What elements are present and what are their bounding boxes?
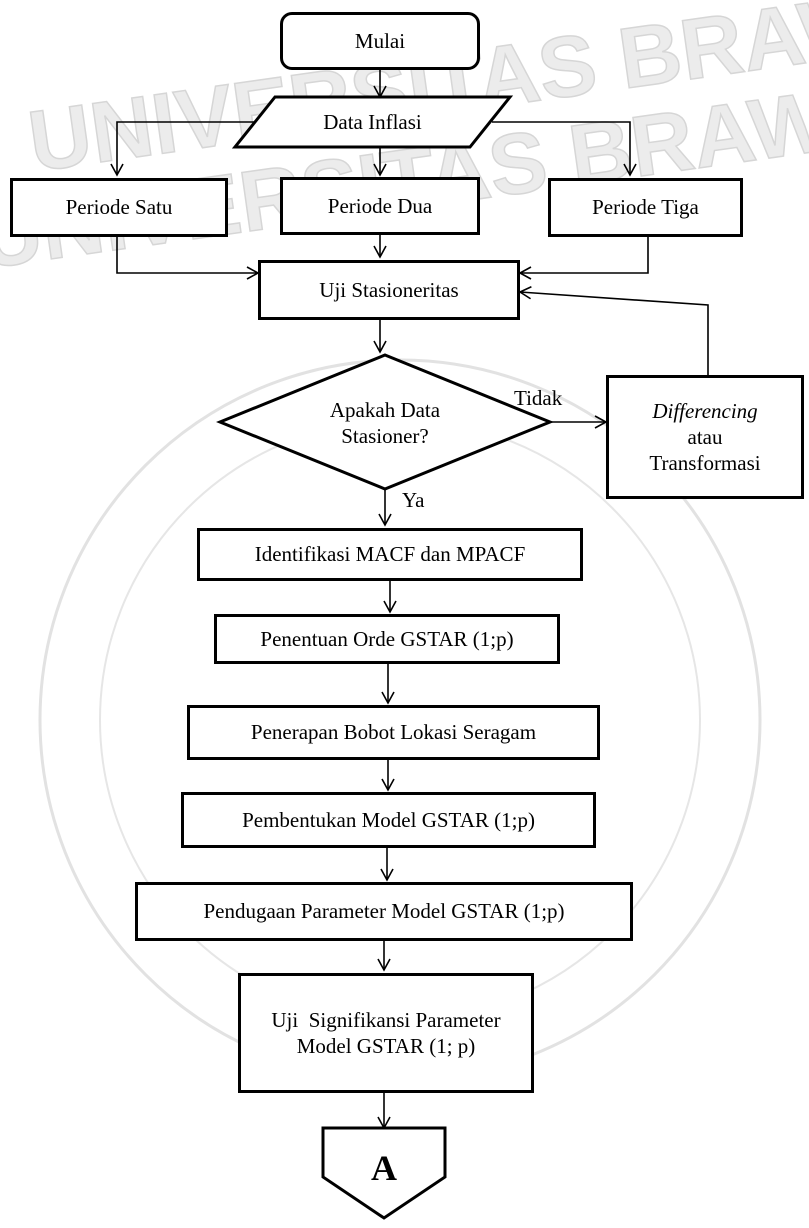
identify-label: Identifikasi MACF dan MPACF (254, 542, 526, 567)
arrow-data-to-period1 (110, 121, 254, 177)
connector-label: A (371, 1147, 397, 1188)
data-input-label: Data Inflasi (323, 109, 422, 134)
arrow-period1-to-test (116, 237, 260, 280)
start-terminator: Mulai (280, 12, 480, 70)
significance-line2: Model GSTAR (1; p) (296, 1034, 476, 1058)
model-box: Pembentukan Model GSTAR (1;p) (181, 792, 596, 848)
significance-line1: Uji Signifikansi Parameter (271, 1007, 501, 1032)
period-tiga-label: Periode Tiga (592, 195, 699, 220)
order-box: Penentuan Orde GSTAR (1;p) (214, 614, 560, 664)
connector-text: A (323, 1140, 445, 1196)
period-dua-box: Periode Dua (280, 177, 480, 235)
arrow-period3-to-test (518, 237, 649, 280)
stationarity-test-label: Uji Stasioneritas (319, 277, 459, 302)
transform-line2: atau (687, 424, 723, 449)
transform-line1: Differencing (652, 398, 758, 423)
order-label: Penentuan Orde GSTAR (1;p) (260, 626, 514, 651)
significance-box: Uji Signifikansi Parameter Model GSTAR (… (238, 973, 534, 1093)
transform-box: Differencing atau Transformasi (606, 375, 804, 499)
start-label: Mulai (354, 28, 406, 53)
offpage-connector-shape (321, 1126, 447, 1220)
identify-box: Identifikasi MACF dan MPACF (197, 528, 583, 581)
data-input-text: Data Inflasi (255, 97, 490, 147)
weights-box: Penerapan Bobot Lokasi Seragam (187, 705, 600, 760)
arrow-transform-back (518, 286, 709, 375)
arrow-data-to-period3 (492, 121, 637, 177)
period-satu-box: Periode Satu (10, 178, 228, 237)
decision-line2: Stasioner? (341, 424, 429, 448)
period-dua-label: Periode Dua (327, 193, 433, 218)
data-input-shape (231, 95, 514, 149)
transform-line3: Transformasi (649, 451, 761, 476)
decision-line1: Apakah Data (329, 397, 441, 422)
stationarity-test-box: Uji Stasioneritas (258, 260, 520, 320)
no-label: Tidak (514, 386, 563, 410)
estimation-label: Pendugaan Parameter Model GSTAR (1;p) (203, 899, 565, 924)
decision-text: Apakah Data Stasioner? (270, 390, 500, 456)
period-tiga-box: Periode Tiga (548, 178, 743, 237)
weights-label: Penerapan Bobot Lokasi Seragam (250, 720, 537, 745)
period-satu-label: Periode Satu (65, 195, 173, 220)
estimation-box: Pendugaan Parameter Model GSTAR (1;p) (135, 882, 633, 941)
model-label: Pembentukan Model GSTAR (1;p) (242, 807, 535, 832)
yes-label: Ya (402, 488, 425, 512)
